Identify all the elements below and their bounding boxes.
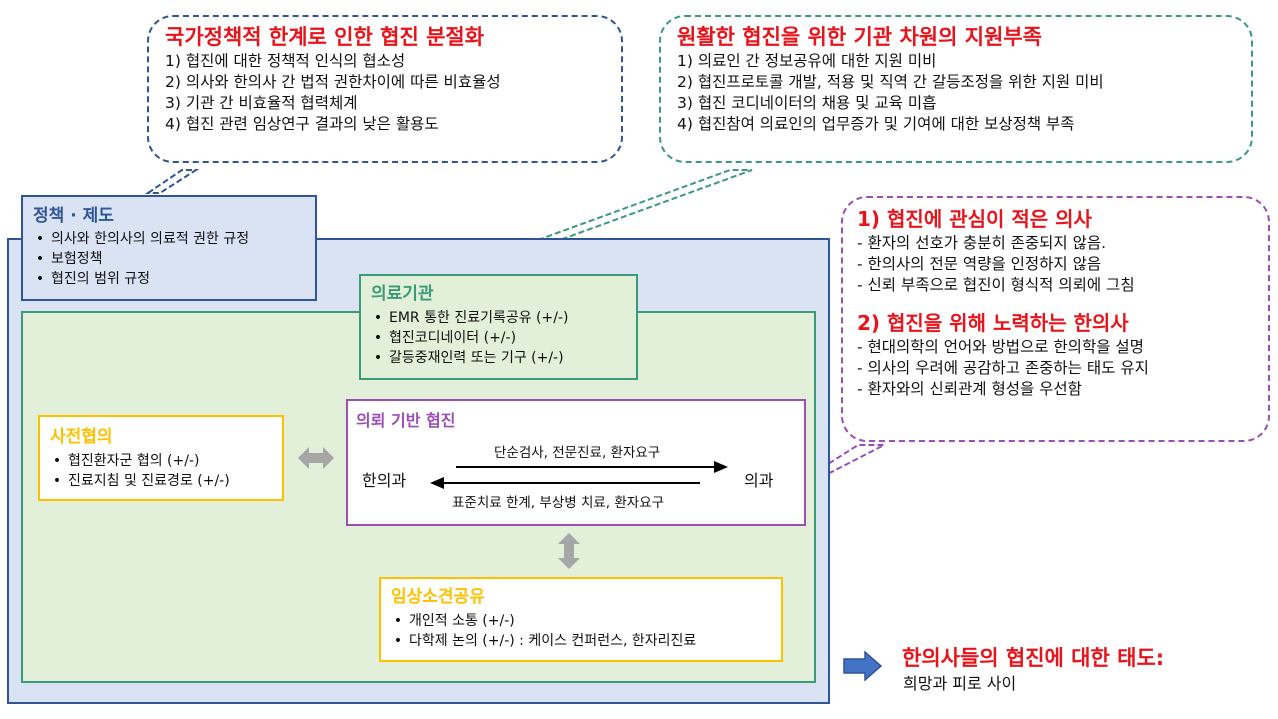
referral-bottom-flow-label: 표준치료 한계, 부상병 치료, 환자요구 — [452, 495, 665, 511]
list-item: 의사와 한의사의 의료적 권한 규정 — [29, 229, 315, 249]
double-arrow-horizontal-icon — [298, 447, 334, 469]
referral-box-title: 의뢰 기반 협진 — [356, 411, 456, 430]
clinical-share-box-list: 개인적 소통 (+/-) 다학제 논의 (+/-) : 케이스 컨퍼런스, 한자… — [387, 611, 781, 651]
policy-box-title: 정책 · 제도 — [33, 206, 114, 226]
policy-box: 정책 · 제도 의사와 한의사의 의료적 권한 규정 보험정책 협진의 범위 규… — [21, 195, 317, 301]
attitude-callout-bubble: 1) 협진에 관심이 적은 의사 - 환자의 선호가 충분히 존중되지 않음. … — [841, 196, 1270, 442]
conclusion-subtitle: 희망과 피로 사이 — [903, 674, 1017, 693]
policy-box-list: 의사와 한의사의 의료적 권한 규정 보험정책 협진의 범위 규정 — [29, 229, 315, 289]
list-item: 진료지침 및 진료경로 (+/-) — [46, 471, 282, 491]
list-item: 협진환자군 협의 (+/-) — [46, 451, 282, 471]
institution-box-title: 의료기관 — [371, 284, 434, 304]
policy-callout-title: 국가정책적 한계로 인한 협진 분절화 — [165, 25, 485, 49]
pre-consult-box: 사전협의 협진환자군 협의 (+/-) 진료지침 및 진료경로 (+/-) — [38, 415, 284, 501]
clinical-share-box-title: 임상소견공유 — [391, 587, 485, 607]
clinical-share-box: 임상소견공유 개인적 소통 (+/-) 다학제 논의 (+/-) : 케이스 컨… — [379, 577, 783, 662]
institution-callout-line: 3) 협진 코디네이터의 채용 및 교육 미흡 — [677, 94, 937, 112]
institution-callout-line: 1) 의료인 간 정보공유에 대한 지원 미비 — [677, 52, 937, 70]
list-item: 협진의 범위 규정 — [29, 269, 315, 289]
list-item: 협진코디네이터 (+/-) — [367, 328, 636, 348]
list-item: EMR 통한 진료기록공유 (+/-) — [367, 308, 636, 328]
referral-flow-arrows — [430, 461, 728, 489]
left-arrowhead — [430, 477, 444, 489]
list-item: 갈등중재인력 또는 기구 (+/-) — [367, 348, 636, 368]
policy-callout-line: 1) 협진에 대한 정책적 인식의 협소성 — [165, 52, 406, 70]
referral-top-flow-label: 단순검사, 전문진료, 환자요구 — [494, 445, 661, 461]
conclusion-title: 한의사들의 협진에 대한 태도: — [902, 646, 1165, 670]
attitude-callout-line: - 환자와의 신뢰관계 형성을 우선함 — [857, 380, 1082, 398]
institution-box: 의료기관 EMR 통한 진료기록공유 (+/-) 협진코디네이터 (+/-) 갈… — [359, 274, 638, 380]
pre-consult-box-title: 사전협의 — [50, 427, 113, 447]
pre-consult-box-list: 협진환자군 협의 (+/-) 진료지침 및 진료경로 (+/-) — [46, 451, 282, 491]
double-arrow-vertical-icon — [558, 533, 580, 569]
policy-callout-line: 4) 협진 관련 임상연구 결과의 낮은 활용도 — [165, 115, 439, 133]
institution-callout-line: 2) 협진프로토콜 개발, 적용 및 직역 간 갈등조정을 위한 지원 미비 — [677, 73, 1104, 91]
institution-callout-title: 원활한 협진을 위한 기관 차원의 지원부족 — [677, 25, 1042, 49]
blue-right-arrow-icon — [843, 651, 883, 681]
list-item: 다학제 논의 (+/-) : 케이스 컨퍼런스, 한자리진료 — [387, 631, 781, 651]
right-arrowhead — [714, 461, 728, 473]
attitude-callout-line: - 신뢰 부족으로 협진이 형식적 의뢰에 그침 — [857, 276, 1135, 294]
attitude-callout-title-2: 2) 협진을 위해 노력하는 한의사 — [857, 311, 1129, 335]
referral-left-label: 한의과 — [362, 471, 407, 490]
institution-callout-line: 4) 협진참여 의료인의 업무증가 및 기여에 대한 보상정책 부족 — [677, 115, 1075, 133]
list-item: 보험정책 — [29, 249, 315, 269]
referral-box: 의뢰 기반 협진 단순검사, 전문진료, 환자요구 한의과 의과 표준치료 한계… — [346, 399, 806, 526]
attitude-callout-title-1: 1) 협진에 관심이 적은 의사 — [857, 207, 1092, 231]
policy-callout-line: 3) 기관 간 비효율적 협력체계 — [165, 94, 358, 112]
attitude-callout-line: - 의사의 우려에 공감하고 존중하는 태도 유지 — [857, 359, 1149, 377]
policy-callout-line: 2) 의사와 한의사 간 법적 권한차이에 따른 비효율성 — [165, 73, 501, 91]
list-item: 개인적 소통 (+/-) — [387, 611, 781, 631]
referral-right-label: 의과 — [744, 471, 774, 490]
institution-box-list: EMR 통한 진료기록공유 (+/-) 협진코디네이터 (+/-) 갈등중재인력… — [367, 308, 636, 368]
policy-callout-bubble: 국가정책적 한계로 인한 협진 분절화 1) 협진에 대한 정책적 인식의 협소… — [147, 15, 623, 163]
policy-bubble-tail — [144, 169, 200, 194]
attitude-callout-line: - 현대의학의 언어와 방법으로 한의학을 설명 — [857, 338, 1144, 356]
attitude-callout-line: - 한의사의 전문 역량을 인정하지 않음 — [857, 255, 1102, 273]
attitude-callout-line: - 환자의 선호가 충분히 존중되지 않음. — [857, 234, 1107, 252]
institution-callout-bubble: 원활한 협진을 위한 기관 차원의 지원부족 1) 의료인 간 정보공유에 대한… — [659, 15, 1253, 163]
